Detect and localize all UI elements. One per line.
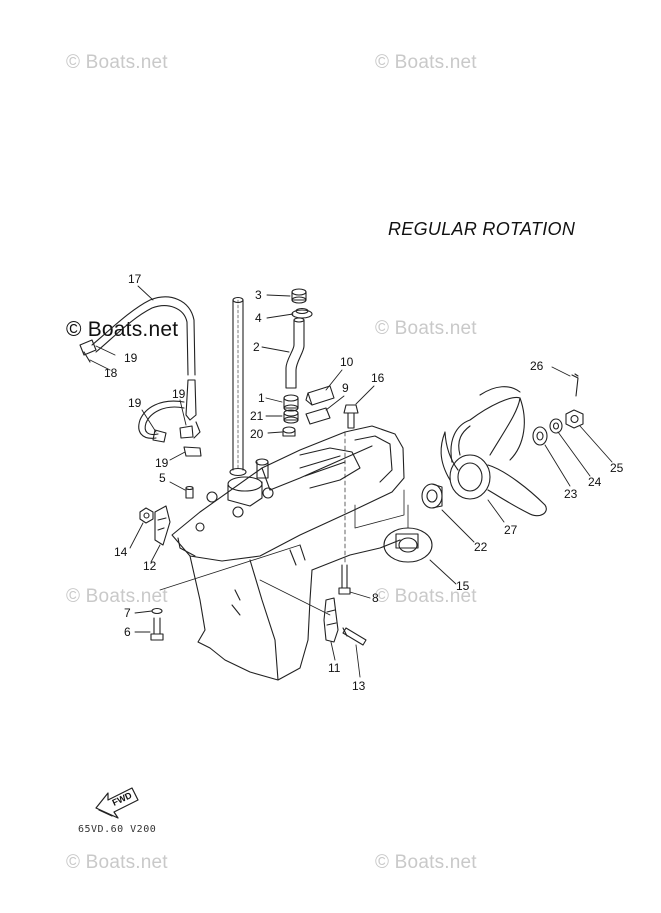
- anode-part-11: [323, 597, 339, 643]
- part-number-11: 11: [328, 661, 341, 675]
- nut-part-25: [565, 409, 584, 429]
- part-number-19: 19: [128, 396, 142, 410]
- watermark: © Boats.net: [66, 586, 168, 607]
- part-number-26: 26: [530, 359, 544, 373]
- nut-part-14: [139, 507, 154, 524]
- part-number-25: 25: [610, 461, 624, 475]
- part-number-7: 7: [124, 606, 131, 620]
- water-tube-part-2: [285, 317, 305, 389]
- seal-part-20: [282, 426, 296, 437]
- washer-part-7: [151, 607, 163, 615]
- part-number-14: 14: [114, 545, 128, 559]
- part-number-22: 22: [474, 540, 488, 554]
- watermark: © Boats.net: [66, 852, 168, 873]
- part-number-4: 4: [255, 311, 262, 325]
- part-number-13: 13: [352, 679, 366, 693]
- part-number-2: 2: [253, 340, 260, 354]
- part-number-23: 23: [564, 487, 578, 501]
- part-number-12: 12: [143, 559, 157, 573]
- part-number-10: 10: [340, 355, 354, 369]
- part-number-19: 19: [155, 456, 169, 470]
- part-number-19: 19: [172, 387, 186, 401]
- diagram-title: REGULAR ROTATION: [388, 219, 576, 239]
- pin-part-5: [185, 485, 194, 499]
- watermark: © Boats.net: [375, 52, 477, 73]
- part-number-18: 18: [104, 366, 118, 380]
- watermark: © Boats.net: [375, 852, 477, 873]
- seal-part-10: [305, 385, 335, 406]
- part-number-callouts: 3 4 2 1 21 20 10 9 16 17 19 18 19 19 19 …: [104, 272, 624, 693]
- washer-part-23: [532, 426, 548, 446]
- collar-part-21: [283, 409, 299, 424]
- part-number-19: 19: [124, 351, 138, 365]
- part-number-5: 5: [159, 471, 166, 485]
- part-number-8: 8: [372, 591, 379, 605]
- watermark: © Boats.net: [375, 586, 477, 607]
- anode-part-12: [154, 505, 171, 546]
- hose-part-19: [138, 400, 202, 457]
- leader-lines: [89, 285, 613, 678]
- seal-part-4: [291, 307, 313, 319]
- part-number-9: 9: [342, 381, 349, 395]
- part-number-20: 20: [250, 427, 264, 441]
- part-number-24: 24: [588, 475, 602, 489]
- part-number-16: 16: [371, 371, 385, 385]
- diagram-code: 65VD.60 V200: [78, 824, 157, 835]
- watermark: © Boats.net: [66, 52, 168, 73]
- bolt-part-8: [338, 564, 351, 595]
- cotter-pin-part-26: [571, 373, 579, 397]
- fwd-label: FWD: [111, 790, 134, 808]
- part-number-6: 6: [124, 625, 131, 639]
- fwd-arrow-icon: [95, 787, 139, 819]
- bolt-part-6: [150, 617, 164, 641]
- part-number-21: 21: [250, 409, 264, 423]
- bolt-part-13: [342, 627, 367, 646]
- washer-part-24: [549, 418, 563, 434]
- part-number-17: 17: [128, 272, 142, 286]
- spacer-part-22: [421, 483, 443, 509]
- bolt-part-16: [343, 404, 359, 429]
- lower-unit-housing: [171, 296, 405, 681]
- part-number-1: 1: [258, 391, 265, 405]
- part-number-15: 15: [456, 579, 470, 593]
- thrust-hub-part-15: [383, 527, 433, 563]
- part-number-27: 27: [504, 523, 518, 537]
- part-number-3: 3: [255, 288, 262, 302]
- propeller-part-27: [440, 386, 547, 517]
- fitting-part-18: [79, 339, 97, 363]
- grommet-part-3: [291, 288, 307, 304]
- hose-part-17: [91, 296, 201, 439]
- watermark: © Boats.net: [375, 318, 477, 339]
- seal-part-9: [305, 407, 331, 425]
- grommet-part-1: [283, 394, 299, 412]
